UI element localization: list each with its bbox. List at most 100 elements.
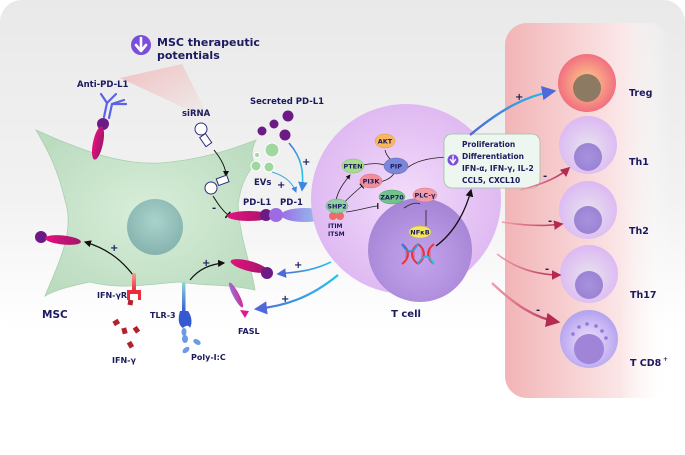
svg-text:SHP2: SHP2 [327,203,346,211]
tcell-label: T cell [391,309,421,320]
fasl-stalk [228,282,244,308]
ifn-g-label: IFN-γ [112,356,136,365]
itim-label: ITIM [328,223,343,230]
node-zap70: ZAP70 [378,189,406,205]
tcell-nucleus [368,198,472,302]
pdl1-head [260,209,272,221]
down-arrow-glyph [134,36,148,53]
effect-line: CCL5, CXCL10 [462,176,520,185]
tcell-fasl-plus: + [281,294,289,305]
evs-arrow [271,171,297,193]
fasl-head [240,310,249,318]
treg-sign: + [515,92,523,103]
tcell-to-pdl1-arrow [276,261,332,278]
node-pten: PTEN [341,158,365,174]
ifn-to-pdl1-arrow [83,240,134,276]
secreted-pdl1-arrow [288,142,308,192]
ifn-gamma-molecules [112,299,141,349]
ifn-gr-receptor [127,290,141,300]
pd1-label: PD-1 [280,198,303,208]
th2-sign: - [548,216,552,227]
sirna-minus: - [212,203,216,214]
svg-text:PLC-γ: PLC-γ [415,192,437,200]
tlr3-label: TLR-3 [150,311,176,320]
node-pi3k: PI3K [359,173,383,189]
extracellular-vesicles [250,142,280,173]
subset-th17: Th17 [560,245,656,303]
itim-motif [329,212,337,220]
svg-text:AKT: AKT [378,138,393,146]
effect-line: Differentiation [462,152,524,161]
subset-th2: Th2 [559,181,649,239]
pdl1-receptor-right [230,259,268,273]
tcell-to-fasl-arrow [253,274,339,315]
subset-label: Treg [629,88,652,99]
effects-box: Proliferation Differentiation IFN-α, IFN… [443,133,541,189]
svg-text:PIP: PIP [390,163,402,171]
callout-beam [120,64,210,120]
subset-label: Th1 [629,157,649,168]
sirna-arrow [213,149,229,177]
callout-title-line1: MSC therapeutic [157,36,260,49]
subset-treg: Treg [558,54,652,112]
arrow-to-treg [469,85,557,136]
sirna-inhibit [212,195,231,219]
anti-pdl1-label: Anti-PD-L1 [77,80,129,90]
tlr3-receptor [178,311,192,328]
fasl-label: FASL [238,327,260,336]
subset-label: Th17 [630,290,656,301]
evs-label: EVs [254,178,271,188]
pdl1-receptor-left [45,235,81,245]
dna-to-effects-arrow [435,188,474,247]
tlr-plus: + [202,258,210,269]
pdl1-receptor-anti [91,126,105,160]
tlr-to-pdl1-arrow [189,259,226,281]
ifn-gr-stalk [132,273,136,291]
dna-icon [401,243,435,265]
pd1-head [269,208,283,222]
antibody-icon [99,92,128,120]
pdl1-label: PD-L1 [243,198,271,208]
secreted-plus: + [302,157,310,168]
effect-line: IFN-α, IFN-γ, IL-2 [462,164,534,173]
sirna-hairpin-inside-icon [204,174,230,195]
secreted-pdl1-particles [257,110,294,141]
node-shp2: SHP2 [325,198,349,214]
sirna-label: siRNA [182,109,211,119]
itsm-label: ITSM [328,231,345,238]
subset-tcd8: T CD8 + [560,310,668,369]
callout-title-line2: potentials [157,49,220,62]
msc-nucleus [127,199,183,255]
evs-plus: + [277,180,285,191]
pdl1-head-left [35,231,47,243]
th1-sign: - [543,171,547,182]
node-nfkb: NFκB [408,225,432,239]
tcell-pdl1-plus: + [294,260,302,271]
node-plcg: PLC-γ [412,187,438,203]
node-pip: PIP [383,157,409,175]
pdl1-receptor [227,211,271,221]
effect-line: Proliferation [462,140,515,149]
svg-text:ZAP70: ZAP70 [380,194,404,202]
subset-th1: Th1 [559,116,649,174]
tcd8-sign: - [536,305,540,316]
poly-ic-molecules [181,328,201,354]
msc-label: MSC [42,309,68,321]
tlr3-stalk [182,282,186,312]
pdl1-head-right [261,267,273,279]
secreted-pdl1-label: Secreted PD-L1 [250,97,324,107]
svg-text:PI3K: PI3K [363,178,381,186]
ifn-plus: + [110,243,118,254]
th17-sign: - [545,264,549,275]
subset-label-sup: + [663,356,668,363]
ifn-gr-label: IFN-γR [97,291,127,300]
svg-text:NFκB: NFκB [410,229,429,237]
itsm-motif [336,212,344,220]
arrow-to-th1 [519,166,571,191]
polyic-label: Poly-I:C [191,353,226,362]
subset-label: Th2 [629,226,649,237]
sirna-hairpin-icon [194,122,213,148]
arrow-to-th2 [501,220,564,230]
arrow-to-th17 [496,253,562,280]
subset-label: T CD8 [630,358,662,369]
